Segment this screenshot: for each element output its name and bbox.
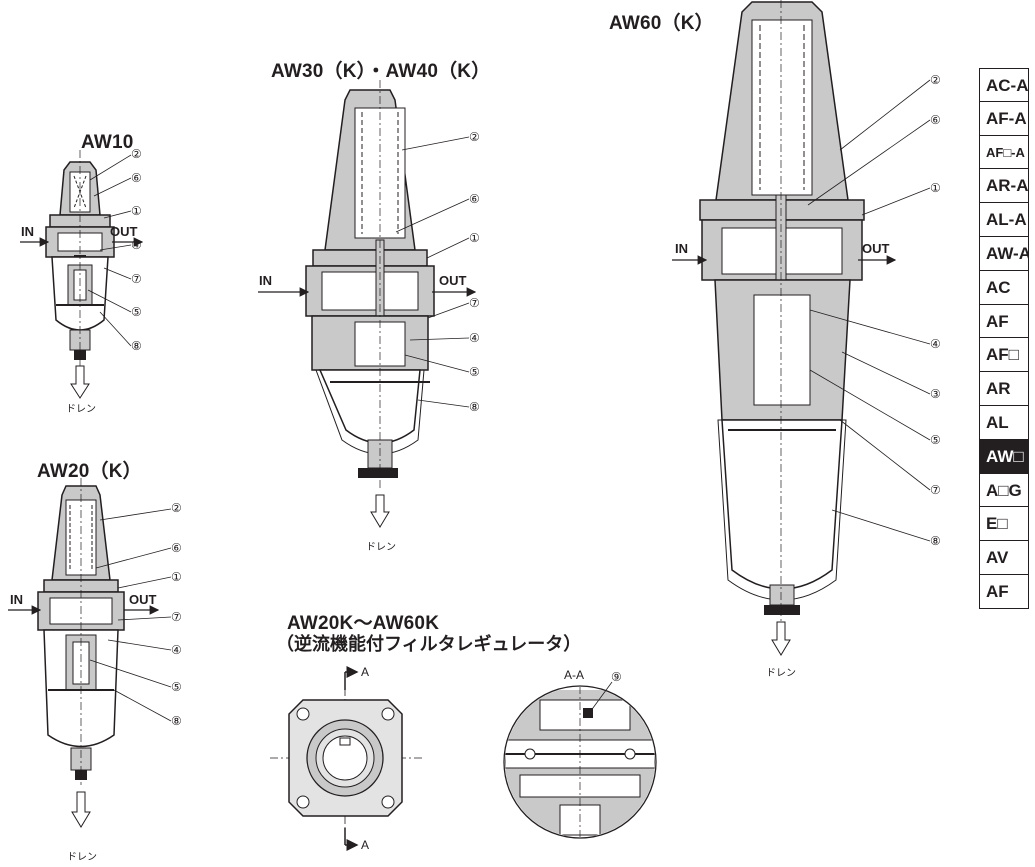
index-tab-ac-a[interactable]: AC-A [979,68,1029,102]
aw20-callout-4: ④ [171,643,182,657]
aw60-title: AW60（K） [609,13,714,34]
index-tab-aw-a[interactable]: AW-A [979,236,1029,271]
index-tab-al-a[interactable]: AL-A [979,203,1029,237]
aw60-drain-label: ドレン [766,668,796,679]
index-tab-av[interactable]: AV [979,541,1029,575]
index-tab-al[interactable]: AL [979,405,1029,440]
aw10-drawing: IN OUT ドレン ② ⑥ ① ④ ⑦ ⑤ ⑧ [20,147,144,415]
aw60-callout-3: ③ [930,387,941,401]
aw10-drain-label: ドレン [66,404,96,415]
awk-subtitle: （逆流機能付フィルタレギュレータ） [276,634,582,654]
aw60-in-label: IN [675,241,688,256]
aw30-callout-6: ⑥ [469,192,480,206]
aw30-drain-label: ドレン [366,542,396,553]
index-tab-ar[interactable]: AR [979,372,1029,406]
awk-callout-9: ⑨ [611,670,622,684]
aw30-aw40-drawing: IN OUT ドレン ② ⑥ ① ⑦ ④ ⑤ ⑧ [258,80,480,553]
aw60-callout-1: ① [930,181,941,195]
cross-section-diagrams: IN OUT ドレン ② ⑥ ① ④ ⑦ ⑤ ⑧ [8,0,941,863]
index-tab-ar-a[interactable]: AR-A [979,169,1029,204]
aw10-callout-2: ② [131,147,142,161]
aw10-title: AW10 [81,132,134,153]
aw30-in-label: IN [259,273,272,288]
aw30-callout-1: ① [469,231,480,245]
aw10-in-label: IN [21,224,34,239]
aw30-out-label: OUT [439,273,467,288]
aw10-callout-6: ⑥ [131,171,142,185]
aw30-callout-5: ⑤ [469,365,480,379]
aw60-callout-6: ⑥ [930,113,941,127]
aw20-callout-6: ⑥ [171,541,182,555]
aw10-callout-1: ① [131,204,142,218]
index-tab-af-box-a[interactable]: AF□-A [979,135,1029,170]
section-marker-bottom: A [361,838,369,852]
aw10-callout-7: ⑦ [131,272,142,286]
aw60-callout-5: ⑤ [930,433,941,447]
aw20-callout-5: ⑤ [171,680,182,694]
aw30-callout-2: ② [469,130,480,144]
section-view-label: A-A [564,668,584,682]
index-tab-e-box[interactable]: E□ [979,507,1029,542]
aw30-callout-8: ⑧ [469,400,480,414]
index-tab-af-last[interactable]: AF [979,574,1029,609]
index-tab-af-box[interactable]: AF□ [979,338,1029,373]
aw20-drawing: IN OUT ドレン ② ⑥ ① ⑦ ④ ⑤ ⑧ [8,478,182,863]
aw20-callout-2: ② [171,501,182,515]
aw10-out-label: OUT [110,224,138,239]
index-tab-ac[interactable]: AC [979,270,1029,305]
aw10-callout-5: ⑤ [131,305,142,319]
aw20-in-label: IN [10,592,23,607]
aw20-title: AW20（K） [37,461,142,482]
aw60-out-label: OUT [862,241,890,256]
aw60-callout-4: ④ [930,337,941,351]
series-index-sidebar: AC-A AF-A AF□-A AR-A AL-A AW-A AC AF AF□… [979,68,1029,609]
index-tab-af[interactable]: AF [979,304,1029,339]
awk-title: AW20K～AW60K [287,613,440,634]
aw30-aw40-title: AW30（K）・AW40（K） [271,61,491,82]
aw60-callout-2: ② [930,73,941,87]
aw60-drawing: IN OUT ドレン ② ⑥ ① ④ ③ ⑤ ⑦ ⑧ [672,0,941,679]
aw20-callout-7: ⑦ [171,610,182,624]
aw20-callout-1: ① [171,570,182,584]
aw30-callout-7: ⑦ [469,296,480,310]
index-tab-af-a[interactable]: AF-A [979,101,1029,136]
aw10-callout-8: ⑧ [131,339,142,353]
aw60-callout-8: ⑧ [930,534,941,548]
aw20-callout-8: ⑧ [171,714,182,728]
index-tab-aw-box[interactable]: AW□ [979,439,1029,474]
aw60-callout-7: ⑦ [930,483,941,497]
section-marker-top: A [361,665,369,679]
awk-section-view: A-A ⑨ [503,668,657,839]
aw30-callout-4: ④ [469,331,480,345]
aw20-out-label: OUT [129,592,157,607]
aw20-drain-label: ドレン [67,852,97,863]
awk-front-view: A A [270,665,425,852]
aw10-callout-4: ④ [131,238,142,252]
index-tab-a-box-g[interactable]: A□G [979,473,1029,508]
